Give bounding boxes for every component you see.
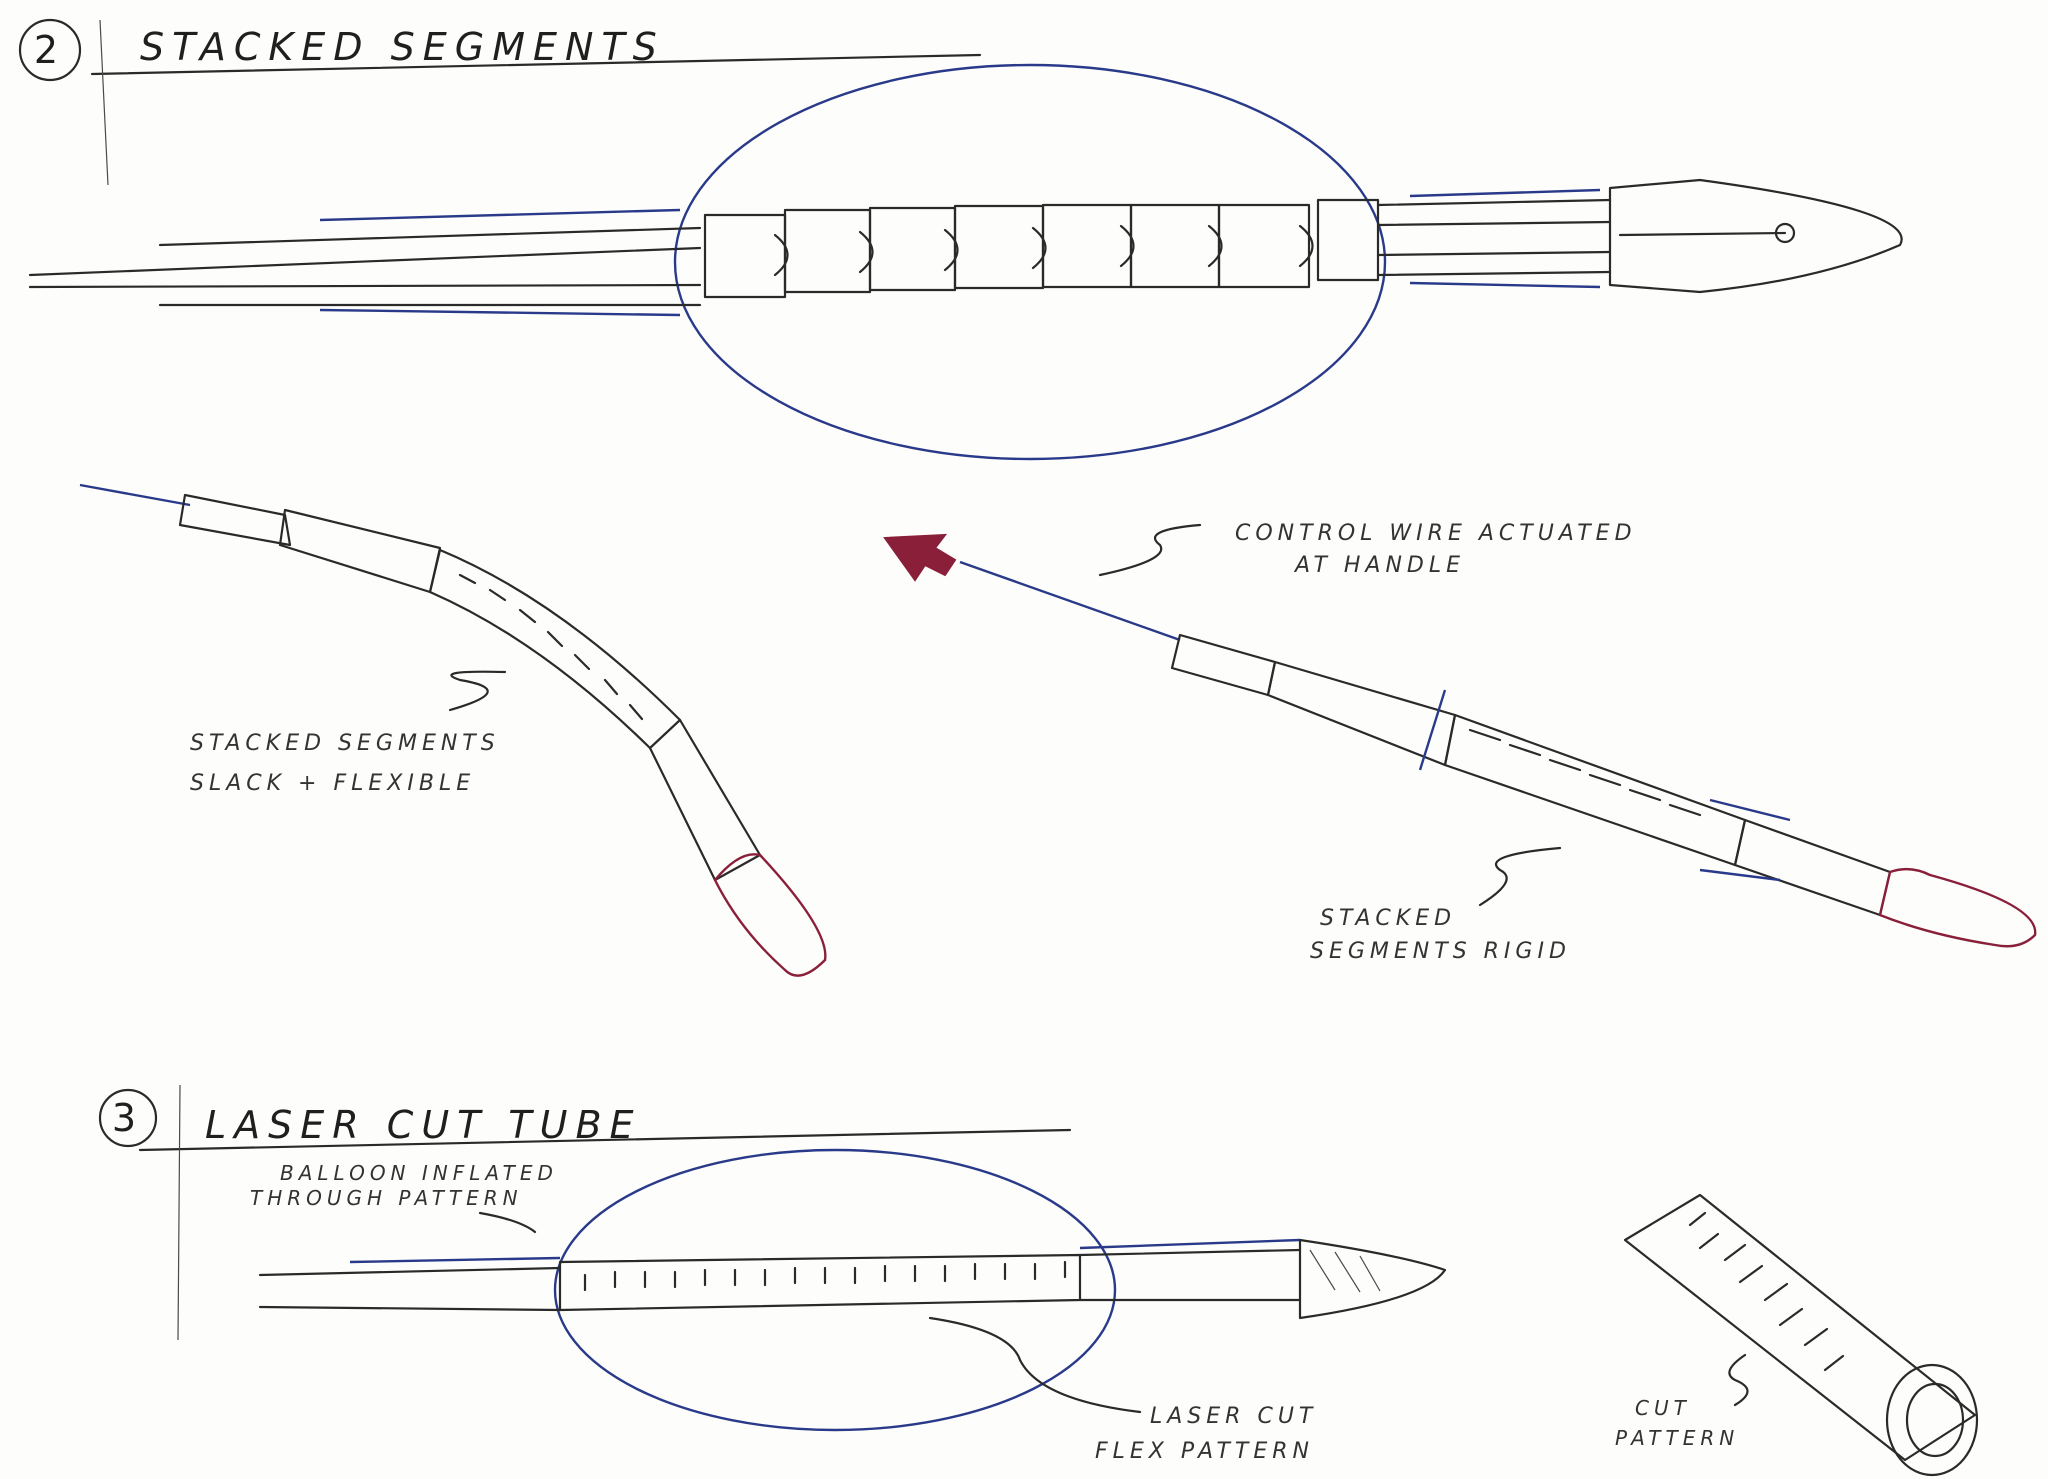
balloon-bottom [553, 1148, 1117, 1432]
section-2-annotations: CONTROL WIRE ACTUATED AT HANDLE STACKED … [190, 521, 1637, 964]
label-control-wire-line1: CONTROL WIRE ACTUATED [1235, 521, 1637, 546]
label-balloon-line2: THROUGH PATTERN [250, 1186, 523, 1210]
section-2-margin-line [99, 19, 109, 186]
control-wire-arrow [883, 523, 1202, 642]
balloon-top [673, 63, 1387, 461]
tube-end-outer [1885, 1363, 1979, 1477]
label-control-wire-line2: AT HANDLE [1293, 553, 1465, 578]
section-3-underline [138, 1128, 1072, 1152]
label-slack-line2: SLACK + FLEXIBLE [190, 771, 475, 796]
label-rigid-line2: SEGMENTS RIGID [1310, 939, 1571, 964]
section-3-header: 3 LASER CUT TUBE [98, 1084, 1072, 1341]
stacked-segments-catheter [28, 63, 1903, 461]
label-laser-line2: FLEX PATTERN [1095, 1439, 1314, 1464]
label-slack-line1: STACKED SEGMENTS [190, 731, 500, 756]
label-rigid-line1: STACKED [1320, 906, 1456, 931]
label-cut-line2: PATTERN [1615, 1426, 1739, 1450]
slack-flexible-catheter [79, 483, 827, 977]
label-balloon-line1: BALLOON INFLATED [280, 1161, 558, 1185]
section-3-margin-line [177, 1084, 181, 1341]
label-cut-line1: CUT [1635, 1396, 1691, 1420]
label-laser-line1: LASER CUT [1150, 1404, 1317, 1429]
section-2-header: 2 STACKED SEGMENTS [18, 18, 982, 186]
section-3-annotations: BALLOON INFLATED THROUGH PATTERN LASER C… [250, 1161, 1739, 1464]
rigid-catheter-tip [1878, 867, 2037, 948]
section-3-title: LASER CUT TUBE [205, 1103, 642, 1147]
catheter-tip-bottom [1298, 1238, 1447, 1320]
section-2-number: 2 [34, 28, 66, 72]
laser-cut-catheter [258, 1148, 1447, 1432]
section-3-number-circle [98, 1088, 158, 1148]
section-2-number-circle [18, 18, 82, 82]
cut-pattern-tube [1623, 1193, 1979, 1477]
slack-catheter-tip [713, 853, 827, 977]
section-2-title: STACKED SEGMENTS [140, 25, 665, 69]
section-3-number: 3 [112, 1096, 144, 1140]
laser-cut-pattern [558, 1253, 1082, 1312]
section-2-underline [90, 53, 982, 76]
catheter-tip-top [1608, 178, 1903, 294]
tube-end-inner [1905, 1382, 1965, 1458]
rigid-catheter [1170, 633, 2037, 948]
stacked-segments [703, 198, 1380, 299]
